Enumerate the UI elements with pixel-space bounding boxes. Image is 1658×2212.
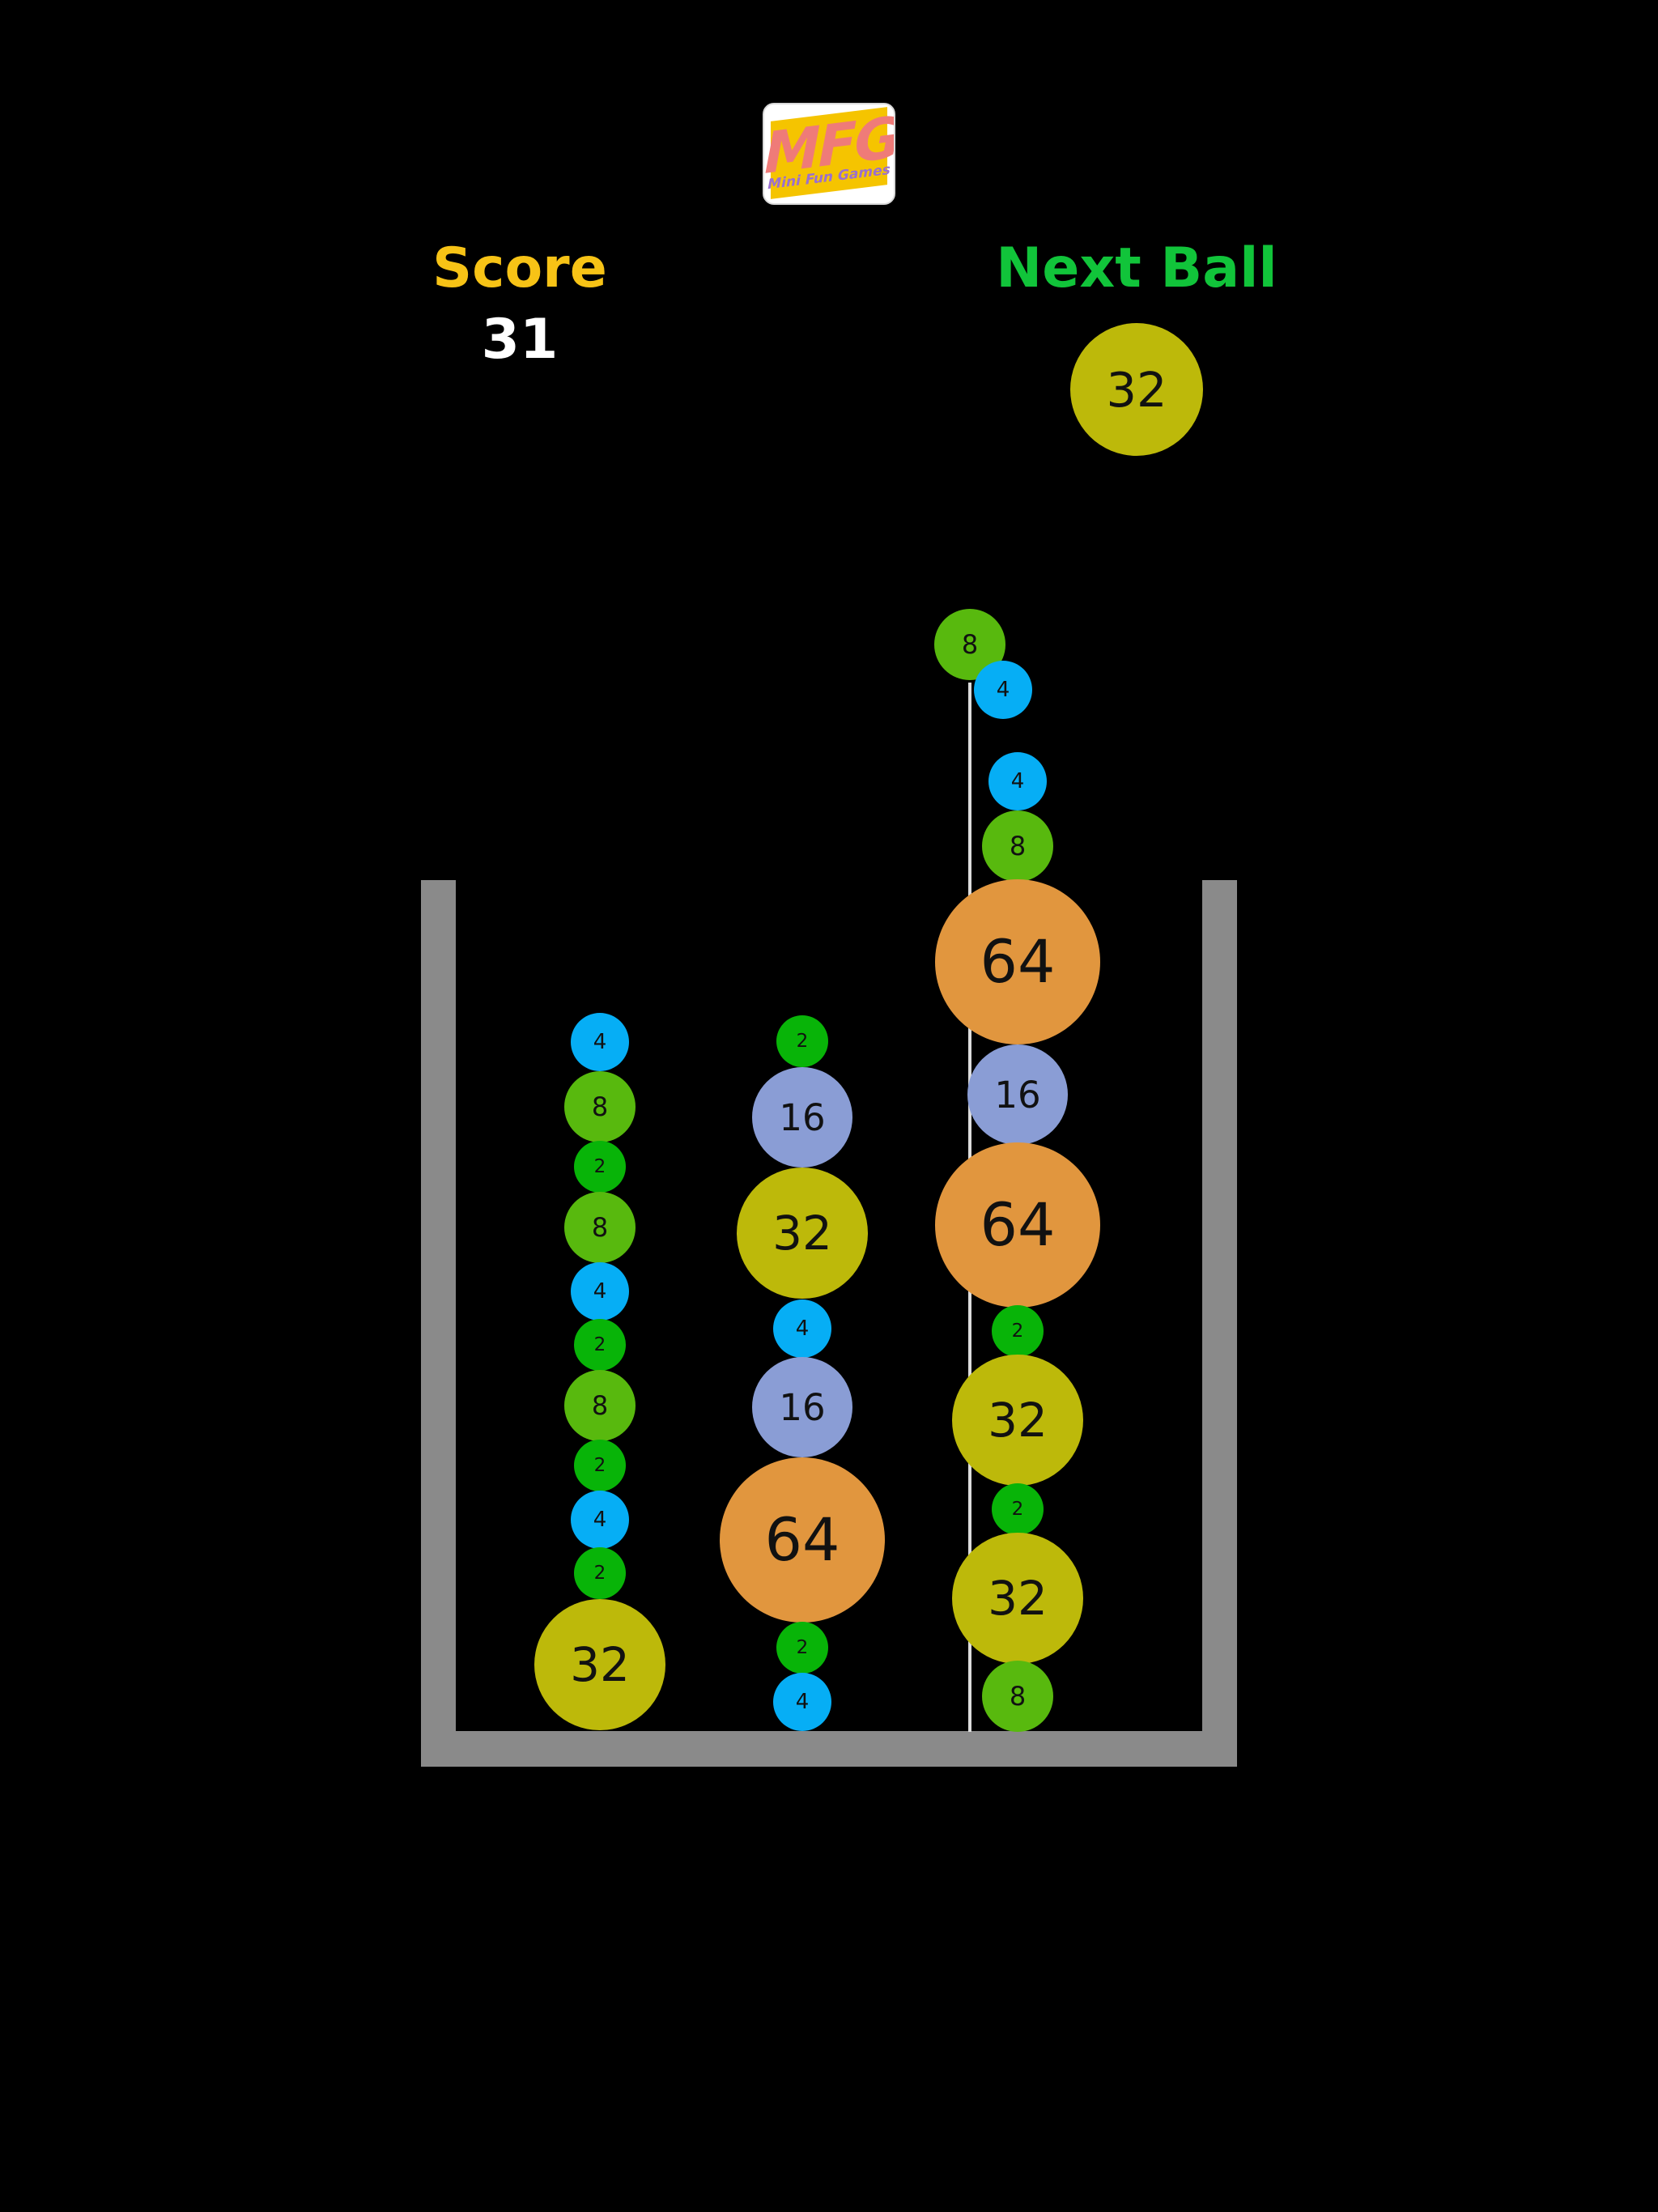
ball-4: 4 [571,1013,629,1071]
ball-2: 2 [574,1141,626,1193]
ball-2: 2 [992,1305,1044,1357]
mfg-logo: MFG Mini Fun Games [763,103,895,205]
ball-8: 8 [564,1192,636,1263]
ball-4: 4 [571,1262,629,1321]
score-label: Score [432,236,607,300]
ball-2: 2 [574,1440,626,1491]
ball-64: 64 [935,1142,1100,1308]
ball-4: 4 [773,1673,831,1731]
ball-32: 32 [534,1599,665,1730]
ball-2: 2 [776,1015,828,1067]
ball-8: 8 [564,1370,636,1441]
ball-4: 4 [974,661,1032,719]
ball-32: 32 [952,1533,1083,1664]
ball-8: 8 [982,810,1053,882]
next-ball-label: Next Ball [996,236,1278,300]
container-floor [421,1731,1237,1767]
ball-2: 2 [574,1319,626,1371]
ball-16: 16 [752,1067,852,1168]
next-ball-preview: 32 [1070,323,1203,456]
ball-16: 16 [967,1044,1068,1145]
ball-64: 64 [720,1457,885,1623]
ball-2: 2 [574,1547,626,1599]
ball-32: 32 [952,1355,1083,1486]
ball-16: 16 [752,1357,852,1457]
score-value: 31 [481,308,559,372]
ball-4: 4 [988,752,1047,810]
ball-4: 4 [773,1300,831,1358]
ball-2: 2 [992,1483,1044,1535]
container-left-wall [421,880,456,1767]
ball-4: 4 [571,1491,629,1549]
ball-8: 8 [982,1661,1053,1732]
ball-8: 8 [564,1071,636,1142]
ball-2: 2 [776,1622,828,1674]
container-right-wall [1202,880,1237,1767]
ball-64: 64 [935,879,1100,1044]
ball-32: 32 [737,1168,868,1299]
